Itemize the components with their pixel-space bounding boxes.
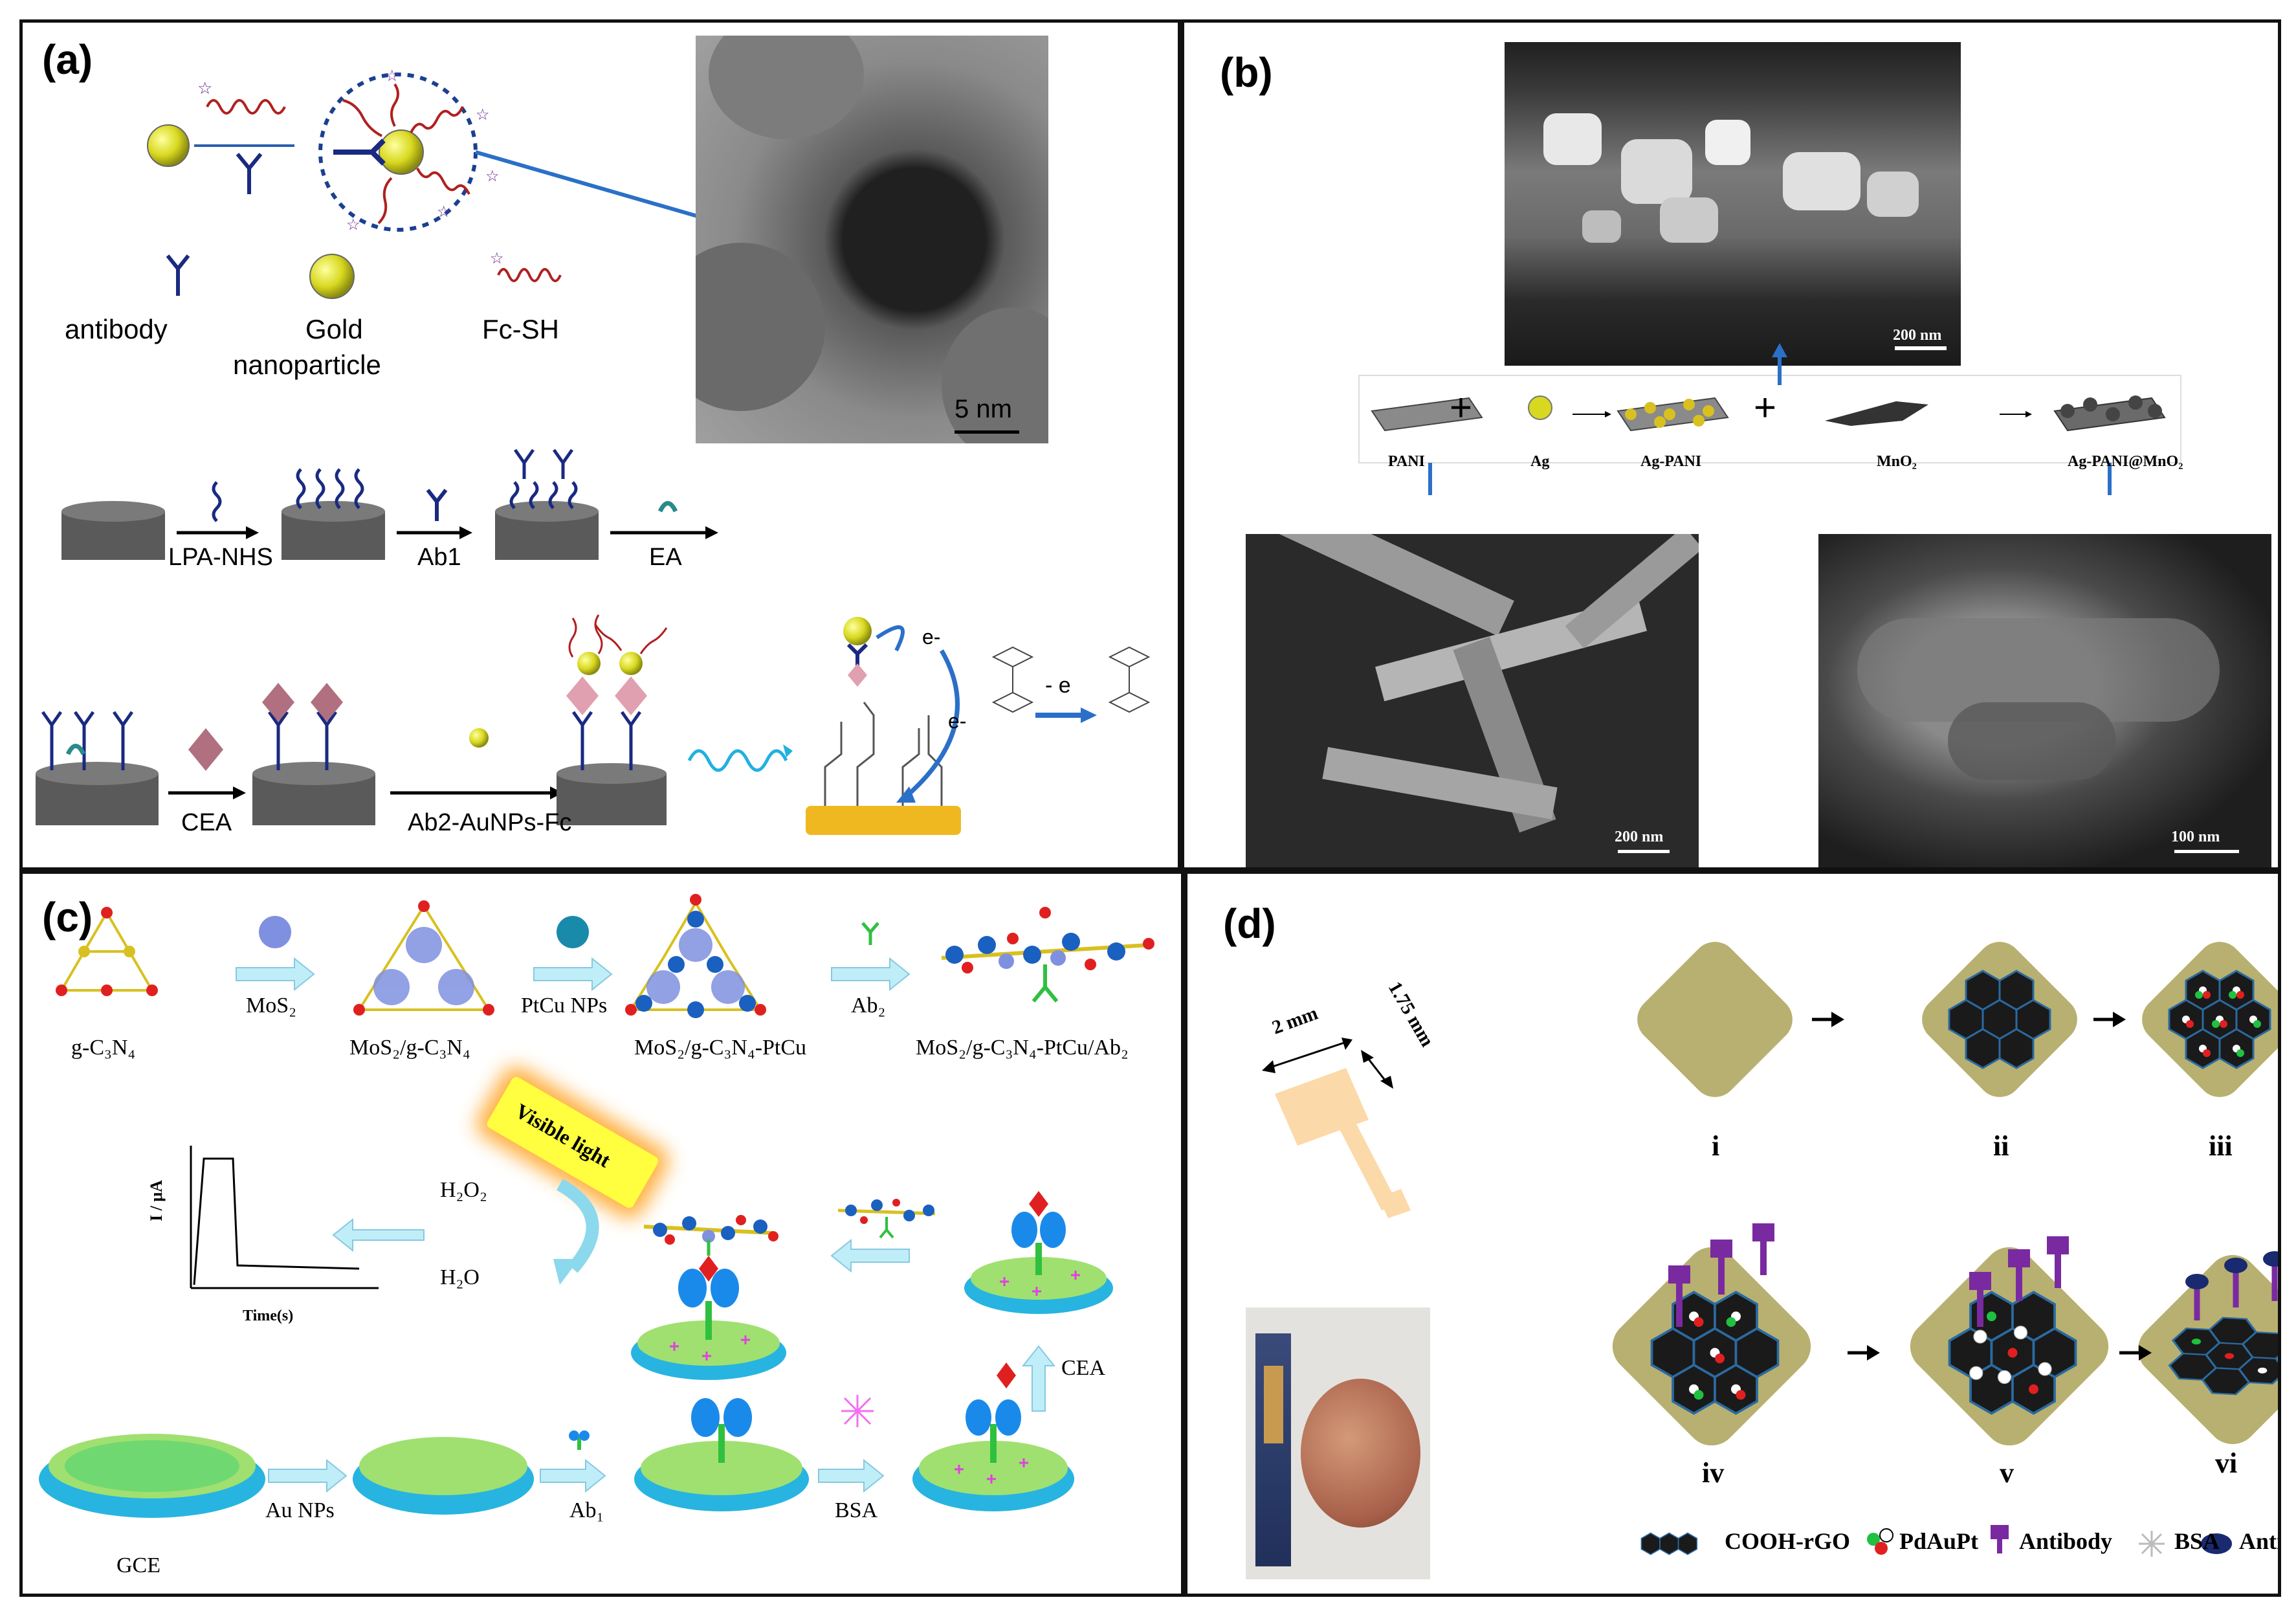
svg-text:☆: ☆ <box>437 203 451 221</box>
gold-nanoparticle-icon <box>147 124 190 167</box>
ab2-icon <box>861 922 879 945</box>
fabrication-steps <box>1612 942 2278 1557</box>
label-g-c3n4: g-C₃N₄ <box>71 1036 136 1060</box>
panel-b-label: (b) <box>1220 49 1273 96</box>
label-au-nps: Au NPs <box>265 1498 335 1522</box>
legend-antibody: antibody <box>65 314 168 344</box>
label-gce: GCE <box>116 1553 160 1577</box>
gold-electrode-icon <box>806 806 961 835</box>
bsa-icon <box>841 1395 874 1427</box>
panel-d-label: (d) <box>1223 900 1276 947</box>
plot-xlabel: Time(s) <box>243 1307 294 1324</box>
svg-text:☆: ☆ <box>476 106 490 124</box>
svg-text:- e: - e <box>1045 673 1071 698</box>
label-mos2-ptcu: MoS₂/g-C₃N₄-PtCu <box>634 1036 807 1060</box>
antibody-icon <box>236 153 263 194</box>
label-h2o2: H₂O₂ <box>440 1178 487 1202</box>
legend-antibody: Antibody <box>2019 1528 2113 1554</box>
sem-top-scale-bar <box>1895 346 1947 350</box>
cea-antigen-icon <box>188 728 223 771</box>
redox-arrows <box>332 1179 599 1285</box>
assembly-steps-row2: e- e- - e <box>36 614 1151 835</box>
mos2-icon <box>259 916 291 948</box>
ptcu-np-icon <box>557 916 589 948</box>
svg-text:☆: ☆ <box>346 216 360 234</box>
panel-a: (a) ☆ ☆ ☆ ☆ ☆ ☆ ☆ antibo <box>19 19 1181 871</box>
svg-text:e-: e- <box>948 709 966 733</box>
assembly-steps-row1 <box>61 449 718 560</box>
label-h2o: H₂O <box>440 1265 480 1289</box>
svg-text:☆: ☆ <box>197 78 212 98</box>
panel-a-label: (a) <box>42 36 93 83</box>
legend-antigen: Antigen <box>2239 1528 2278 1554</box>
step-v: v <box>2000 1457 2014 1489</box>
tem-scale-label: 5 nm <box>955 395 1012 423</box>
fc-sh-chain-icon <box>206 99 286 115</box>
step-ii: ii <box>1993 1130 2009 1162</box>
sem-left-scale-bar <box>1618 850 1670 853</box>
panel-b: (b) 200 nm + + PANI Ag Ag-PANI MnO₂ Ag-P… <box>1181 19 2281 871</box>
sem-left-scale-label: 200 nm <box>1615 829 1664 845</box>
svg-text:+: + <box>1754 386 1776 429</box>
synthesis-scheme: + + <box>1358 343 2181 495</box>
synthesis-row <box>56 894 1154 1018</box>
penny-icon <box>1301 1379 1420 1528</box>
label-ag-pani: Ag-PANI <box>1640 453 1702 470</box>
step-vi: vi <box>2215 1447 2238 1479</box>
legend-bsa: BSA <box>2174 1528 2220 1554</box>
sem-right-scale-label: 100 nm <box>2171 829 2220 845</box>
label-ab2: Ab₂ <box>851 994 886 1018</box>
step-ab2-aunps-fc: Ab2-AuNPs-Fc <box>408 809 572 836</box>
device-photo <box>1246 1307 1430 1579</box>
gce-electrode-face <box>65 1440 239 1492</box>
svg-text:☆: ☆ <box>490 250 504 267</box>
tem-scale-bar <box>955 430 1019 434</box>
label-mno2: MnO₂ <box>1877 453 1917 470</box>
tem-image: 5 nm <box>696 36 1048 443</box>
legend-gold: Gold <box>305 314 363 344</box>
sem-right-scale-bar <box>2174 850 2239 853</box>
step-iv: iv <box>1702 1457 1725 1489</box>
sem-top-scale-label: 200 nm <box>1893 327 1942 344</box>
label-mos2-g-c3n4: MoS₂/g-C₃N₄ <box>349 1036 470 1060</box>
label-ab1: Ab₁ <box>569 1498 604 1522</box>
label-ag-pani-mno2: Ag-PANI@MnO₂ <box>2068 453 2183 470</box>
step-lpa-nhs: LPA-NHS <box>168 544 273 571</box>
sem-top-image: 200 nm <box>1505 42 1961 366</box>
sem-left-image: 200 nm <box>1246 534 1699 867</box>
legend-pdaupt: PdAuPt <box>1899 1528 1979 1554</box>
label-mos2: MoS₂ <box>246 994 296 1018</box>
step-ea: EA <box>649 544 682 571</box>
conjugation-schematic: ☆ ☆ ☆ ☆ ☆ ☆ ☆ <box>147 67 773 299</box>
label-bsa: BSA <box>835 1498 878 1522</box>
electrode-chip <box>1262 1038 1411 1218</box>
svg-text:☆: ☆ <box>485 168 500 185</box>
label-cea: CEA <box>1061 1356 1105 1380</box>
step-cea: CEA <box>181 809 232 836</box>
step-iii: iii <box>2209 1130 2233 1162</box>
label-pani: PANI <box>1388 453 1425 470</box>
label-final-probe: MoS₂/g-C₃N₄-PtCu/Ab₂ <box>916 1036 1129 1060</box>
svg-text:e-: e- <box>922 625 940 649</box>
label-ptcu-nps: PtCu NPs <box>521 994 608 1018</box>
step-ab1: Ab1 <box>417 544 461 571</box>
legend-nanoparticle: nanoparticle <box>233 350 381 380</box>
step-i: i <box>1712 1130 1720 1162</box>
panel-d: (d) 2 mm 1.75 mm <box>1184 871 2281 1597</box>
svg-text:☆: ☆ <box>385 67 399 85</box>
electrode-assembly <box>39 1191 1113 1518</box>
svg-text:+: + <box>1450 386 1472 429</box>
legend-cooh-rgo: COOH-rGO <box>1725 1528 1850 1554</box>
photocurrent-plot <box>190 1146 379 1289</box>
legend-fc-sh: Fc-SH <box>482 314 559 344</box>
sem-right-image: 100 nm <box>1818 534 2271 867</box>
panel-c: (c) g-C₃ <box>19 871 1184 1597</box>
panel-c-label: (c) <box>42 894 93 940</box>
label-ag: Ag <box>1530 453 1550 470</box>
